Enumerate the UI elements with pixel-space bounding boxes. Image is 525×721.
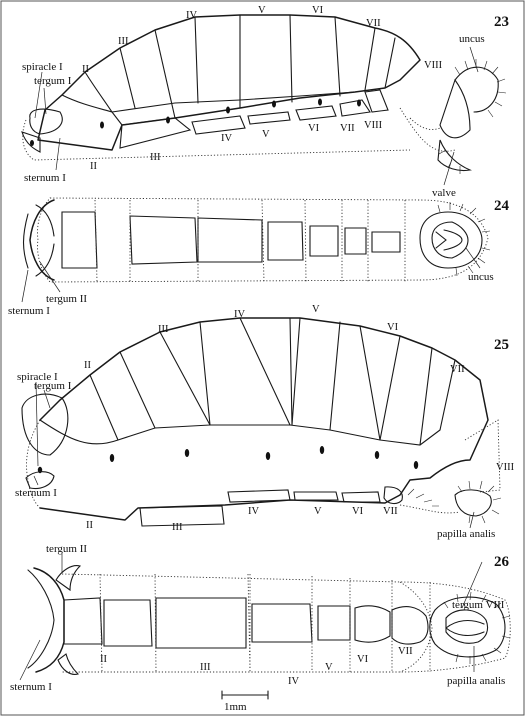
scale-bar-label: 1mm [224,701,247,713]
label-sternum-i-25: sternum I [15,487,57,499]
figure-24-labels: 24 tergum II sternum I uncus [8,198,510,317]
sternite-numeral-vi-23: VI [308,123,320,134]
leader-lines [19,46,483,681]
tergite-numeral-viii-23: VIII [424,60,443,71]
tergite-numeral-iv-25: IV [234,309,245,320]
tergite-numeral-v-25: V [312,304,320,315]
figure-number-26: 26 [494,554,510,570]
sternite-numeral-vi-26: VI [357,654,369,665]
label-sternum-i-23: sternum I [24,172,66,184]
figure-number-25: 25 [494,337,509,353]
tergite-numeral-ii-25: II [84,360,91,371]
tergite-numeral-iv-23: IV [186,10,197,21]
sternite-numeral-iv-25: IV [248,506,259,517]
sternite-numeral-v-25: V [314,506,322,517]
label-tergum-ii-26: tergum II [46,543,87,555]
sternite-numeral-vii-23: VII [340,123,355,134]
tergite-numeral-ii-23: II [82,64,89,75]
tergite-numeral-v-23: V [258,5,266,16]
tergite-numeral-vii-23: VII [366,18,381,29]
sternite-numeral-vi-25: VI [352,506,364,517]
scale-bar [221,690,269,700]
label-tergum-i-23: tergum I [34,75,72,87]
label-uncus-23: uncus [459,33,485,45]
tergite-numeral-vii-25: VII [450,364,465,375]
label-uncus-24: uncus [468,271,494,283]
label-tergum-i-25: tergum I [34,380,72,392]
sternite-numeral-iii-26: III [200,662,211,673]
sternite-numeral-iii-25: III [172,522,183,533]
tergite-numeral-iii-25: III [158,324,169,335]
figure-25 [21,317,502,527]
label-valve-23: valve [432,187,456,199]
sternite-numeral-ii-26: II [100,654,107,665]
tergite-numeral-vi-25: VI [387,322,399,333]
label-sternum-i-24: sternum I [8,305,50,317]
sternite-numeral-v-23: V [262,129,270,140]
label-papilla-analis-26: papilla analis [447,675,505,687]
tergite-numeral-vi-23: VI [312,5,324,16]
tergite-numeral-iii-23: III [118,36,129,47]
sternite-numeral-iv-26: IV [288,676,299,687]
label-spiracle-i-23: spiracle I [22,61,63,73]
sternite-numeral-viii-23: VIII [364,120,383,131]
label-spiracle-i-25: spiracle I [17,371,58,383]
sternite-numeral-v-26: V [325,662,333,673]
figure-24 [22,197,491,283]
figure-25-labels: 25 spiracle I tergum I sternum I papilla… [15,304,515,540]
figure-26 [27,565,511,675]
label-tergum-ii-24: tergum II [46,293,87,305]
sternite-numeral-iii-23: III [150,152,161,163]
sternite-numeral-iv-23: IV [221,133,232,144]
label-tergum-viii-26: tergum VIII [452,599,505,611]
label-papilla-analis-25: papilla analis [437,528,495,540]
figure-number-24: 24 [494,198,510,214]
figure-23-labels: 23 spiracle I tergum I sternum I uncus v… [22,5,509,199]
figure-number-23: 23 [494,14,509,30]
sternite-numeral-vii-25: VII [383,506,398,517]
sternite-numeral-ii-25: II [86,520,93,531]
figure-23 [21,14,507,174]
figure-26-labels: 26 tergum II sternum I tergum VIII papil… [10,543,510,693]
tergite-numeral-viii-25: VIII [496,462,515,473]
sternite-numeral-ii-23: II [90,161,97,172]
label-sternum-i-26: sternum I [10,681,52,693]
sternite-numeral-vii-26: VII [398,646,413,657]
